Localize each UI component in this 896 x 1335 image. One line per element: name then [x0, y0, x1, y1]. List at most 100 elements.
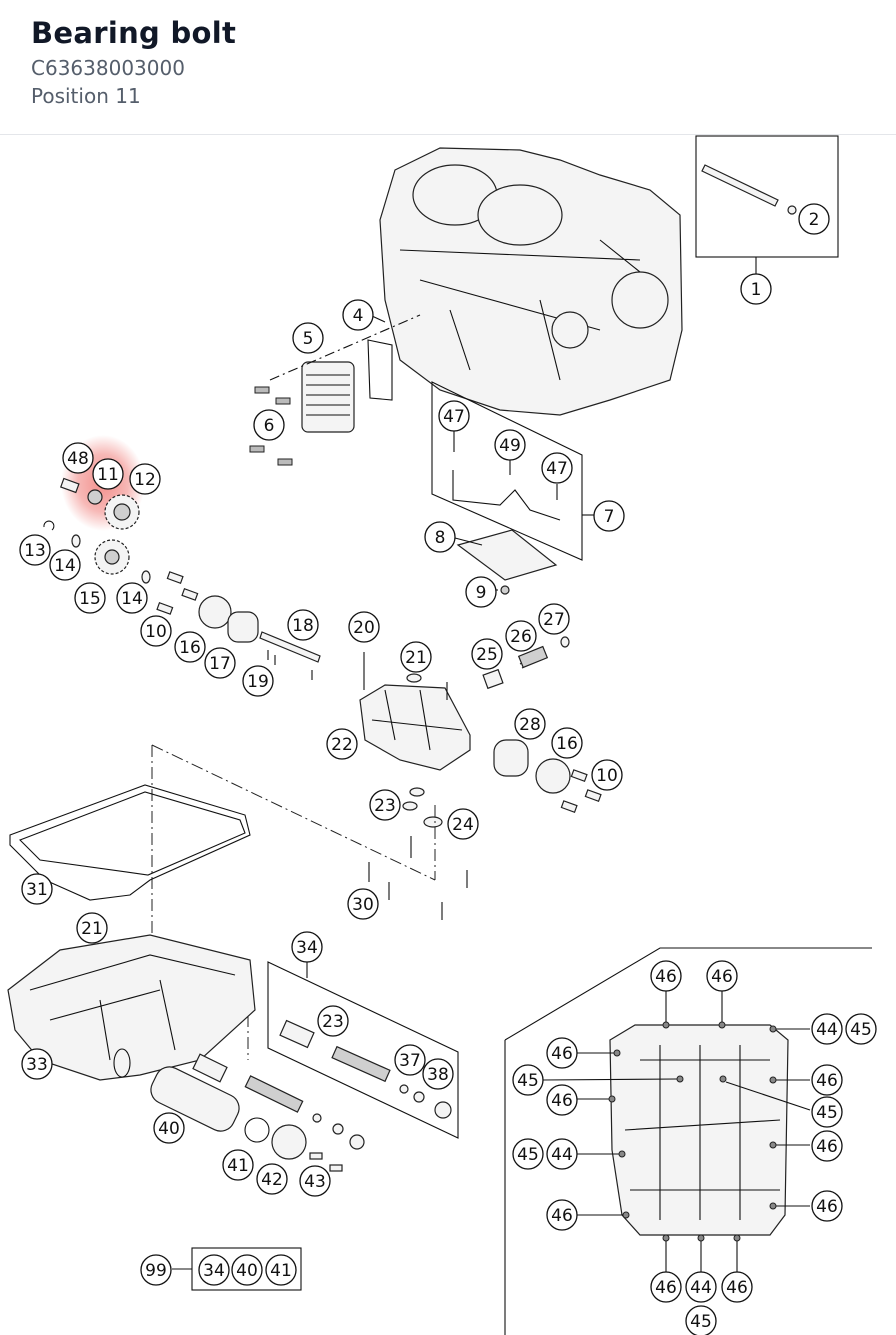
callout-21[interactable]: 21: [76, 912, 108, 944]
callout-46[interactable]: 46: [546, 1037, 578, 1069]
callout-45[interactable]: 45: [512, 1064, 544, 1096]
callout-44[interactable]: 44: [685, 1271, 717, 1303]
callout-10[interactable]: 10: [591, 759, 623, 791]
callout-46[interactable]: 46: [811, 1064, 843, 1096]
callout-14[interactable]: 14: [49, 549, 81, 581]
callout-14[interactable]: 14: [116, 582, 148, 614]
callout-label: 45: [517, 1071, 539, 1091]
callout-label: 46: [711, 967, 733, 987]
callout-45[interactable]: 45: [685, 1305, 717, 1335]
callout-22[interactable]: 22: [326, 728, 358, 760]
callout-label: 17: [209, 654, 231, 674]
callout-label: 41: [227, 1156, 249, 1176]
callout-label: 40: [236, 1261, 258, 1281]
callout-6[interactable]: 6: [253, 409, 285, 441]
callout-46[interactable]: 46: [650, 960, 682, 992]
callout-label: 11: [97, 465, 119, 485]
callout-label: 23: [322, 1012, 344, 1032]
callout-47[interactable]: 47: [438, 400, 470, 432]
callout-17[interactable]: 17: [204, 647, 236, 679]
callout-24[interactable]: 24: [447, 808, 479, 840]
callout-21[interactable]: 21: [400, 641, 432, 673]
callout-7[interactable]: 7: [593, 500, 625, 532]
callout-26[interactable]: 26: [505, 620, 537, 652]
callout-46[interactable]: 46: [721, 1271, 753, 1303]
callout-23[interactable]: 23: [317, 1005, 349, 1037]
callout-23[interactable]: 23: [369, 789, 401, 821]
callout-label: 1: [751, 280, 762, 300]
callout-27[interactable]: 27: [538, 603, 570, 635]
callout-label: 26: [510, 627, 532, 647]
callout-11[interactable]: 11: [92, 458, 124, 490]
callout-30[interactable]: 30: [347, 888, 379, 920]
callout-42[interactable]: 42: [256, 1163, 288, 1195]
callout-label: 45: [816, 1103, 838, 1123]
callout-label: 46: [726, 1278, 748, 1298]
callout-19[interactable]: 19: [242, 665, 274, 697]
callout-48[interactable]: 48: [62, 442, 94, 474]
item-7-box: [431, 381, 583, 561]
callout-47[interactable]: 47: [541, 452, 573, 484]
callout-45[interactable]: 45: [845, 1013, 877, 1045]
callout-46[interactable]: 46: [706, 960, 738, 992]
callout-label: 47: [443, 407, 465, 427]
callout-25[interactable]: 25: [471, 638, 503, 670]
callout-46[interactable]: 46: [811, 1190, 843, 1222]
callout-38[interactable]: 38: [422, 1058, 454, 1090]
callout-label: 7: [604, 507, 615, 527]
crankcase-illustration: [379, 147, 683, 416]
callout-label: 41: [270, 1261, 292, 1281]
callout-label: 19: [247, 672, 269, 692]
callout-44[interactable]: 44: [546, 1138, 578, 1170]
callout-37[interactable]: 37: [394, 1044, 426, 1076]
callout-label: 28: [519, 715, 541, 735]
callout-10[interactable]: 10: [140, 615, 172, 647]
pump-housing: [359, 684, 471, 771]
callout-34[interactable]: 34: [291, 931, 323, 963]
callout-46[interactable]: 46: [546, 1084, 578, 1116]
callout-44[interactable]: 44: [811, 1013, 843, 1045]
callout-99[interactable]: 99: [140, 1254, 172, 1286]
callout-13[interactable]: 13: [19, 534, 51, 566]
callout-12[interactable]: 12: [129, 463, 161, 495]
callout-4[interactable]: 4: [342, 299, 374, 331]
callout-label: 20: [353, 618, 375, 638]
callout-45[interactable]: 45: [512, 1138, 544, 1170]
callout-label: 13: [24, 541, 46, 561]
callout-2[interactable]: 2: [798, 203, 830, 235]
callout-46[interactable]: 46: [546, 1199, 578, 1231]
callout-41[interactable]: 41: [222, 1149, 254, 1181]
callout-31[interactable]: 31: [21, 873, 53, 905]
callout-33[interactable]: 33: [21, 1048, 53, 1080]
callout-16[interactable]: 16: [551, 727, 583, 759]
callout-18[interactable]: 18: [287, 609, 319, 641]
callout-34[interactable]: 34: [198, 1254, 230, 1286]
callout-41[interactable]: 41: [265, 1254, 297, 1286]
callout-1[interactable]: 1: [740, 273, 772, 305]
callout-label: 99: [145, 1261, 167, 1281]
callout-label: 42: [261, 1170, 283, 1190]
callout-45[interactable]: 45: [811, 1096, 843, 1128]
callout-label: 46: [655, 1278, 677, 1298]
callout-15[interactable]: 15: [74, 582, 106, 614]
page-header: Bearing bolt C63638003000 Position 11: [0, 0, 896, 135]
callout-46[interactable]: 46: [650, 1271, 682, 1303]
callout-20[interactable]: 20: [348, 611, 380, 643]
callout-8[interactable]: 8: [424, 521, 456, 553]
callout-43[interactable]: 43: [299, 1165, 331, 1197]
callout-label: 40: [158, 1119, 180, 1139]
callout-9[interactable]: 9: [465, 576, 497, 608]
callout-46[interactable]: 46: [811, 1130, 843, 1162]
callout-40[interactable]: 40: [231, 1254, 263, 1286]
callout-49[interactable]: 49: [494, 429, 526, 461]
callout-40[interactable]: 40: [153, 1112, 185, 1144]
item-1-box: [695, 135, 839, 258]
callout-28[interactable]: 28: [514, 708, 546, 740]
callout-5[interactable]: 5: [292, 322, 324, 354]
callout-label: 30: [352, 895, 374, 915]
callout-16[interactable]: 16: [174, 631, 206, 663]
callout-label: 34: [203, 1261, 225, 1281]
item-34-box: [267, 961, 459, 1139]
callout-label: 10: [596, 766, 618, 786]
